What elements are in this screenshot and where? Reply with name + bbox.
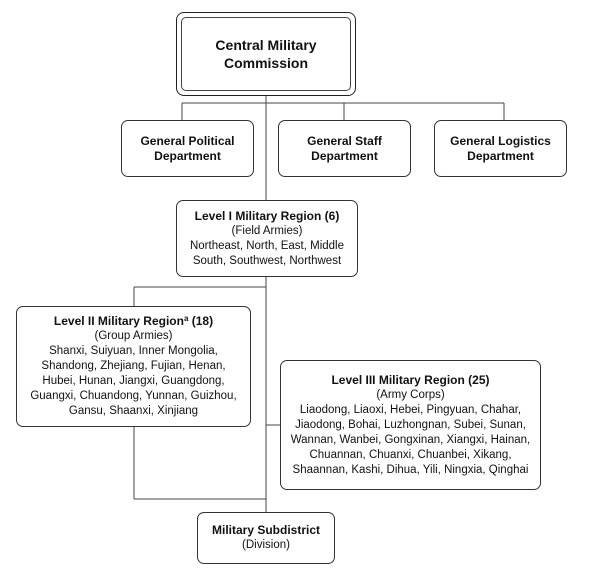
dept-political-line-1: General Political — [140, 133, 235, 148]
root-line-1: Central Military — [215, 37, 317, 53]
level3-list-line: Wannan, Wanbei, Gongxinan, Xiangxi, Hain… — [290, 433, 531, 446]
level-1-military-region-box: Level I Military Region (6) (Field Armie… — [176, 200, 358, 277]
military-subdistrict-box: Military Subdistrict (Division) — [197, 512, 335, 564]
level1-list-line: Northeast, North, East, Middle — [189, 239, 345, 252]
level3-list-line: Chuannan, Chuanxi, Chuanbei, Xikang, — [309, 448, 512, 461]
root-line-2: Commission — [223, 55, 308, 71]
level3-list-line: Shaannan, Kashi, Dihua, Yili, Ningxia, Q… — [292, 463, 529, 476]
level3-list-line: Liaodong, Liaoxi, Hebei, Pingyuan, Chaha… — [299, 403, 522, 416]
level2-footnote-mark: a — [183, 314, 189, 323]
level-2-military-region-box: Level II Military Regiona (18) (Group Ar… — [16, 306, 251, 427]
level3-title: Level III Military Region (25) — [331, 372, 490, 387]
level2-list-line: Hubei, Hunan, Jiangxi, Guangdong, — [42, 375, 225, 387]
subdistrict-subtitle: (Division) — [242, 539, 290, 551]
level1-list-line: South, Southwest, Northwest — [192, 254, 342, 267]
general-staff-department-box: General Staff Department — [278, 120, 411, 177]
level-3-military-region-box: Level III Military Region (25) (Army Cor… — [280, 360, 541, 490]
level1-title: Level I Military Region (6) — [194, 208, 340, 223]
central-military-commission-box: Central Military Commission — [176, 12, 356, 96]
level2-list-line: Guangxi, Chuandong, Yunnan, Guizhou, — [30, 390, 237, 402]
dept-logistics-line-2: Department — [467, 148, 534, 163]
level2-subtitle: (Group Armies) — [94, 330, 173, 342]
dept-staff-line-1: General Staff — [307, 133, 382, 148]
dept-political-line-2: Department — [154, 148, 221, 163]
level2-list-line: Gansu, Shaanxi, Xinjiang — [68, 405, 199, 417]
level2-title: Level II Military Region — [53, 314, 184, 328]
subdistrict-title: Military Subdistrict — [211, 523, 321, 537]
general-political-department-box: General Political Department — [121, 120, 254, 177]
level3-subtitle: (Army Corps) — [376, 388, 445, 401]
dept-staff-line-2: Department — [311, 148, 378, 163]
level2-list-line: Shandong, Zhejiang, Fujian, Henan, — [41, 360, 226, 372]
general-logistics-department-box: General Logistics Department — [434, 120, 567, 177]
level2-count: (18) — [188, 314, 214, 328]
level3-list-line: Jiaodong, Bohai, Luzhongnan, Subei, Suna… — [295, 418, 526, 431]
level2-title-row: Level II Military Regiona (18) — [54, 314, 213, 329]
dept-logistics-line-1: General Logistics — [450, 133, 551, 148]
level2-list-line: Shanxi, Suiyuan, Inner Mongolia, — [49, 345, 218, 357]
level1-subtitle: (Field Armies) — [231, 224, 303, 237]
